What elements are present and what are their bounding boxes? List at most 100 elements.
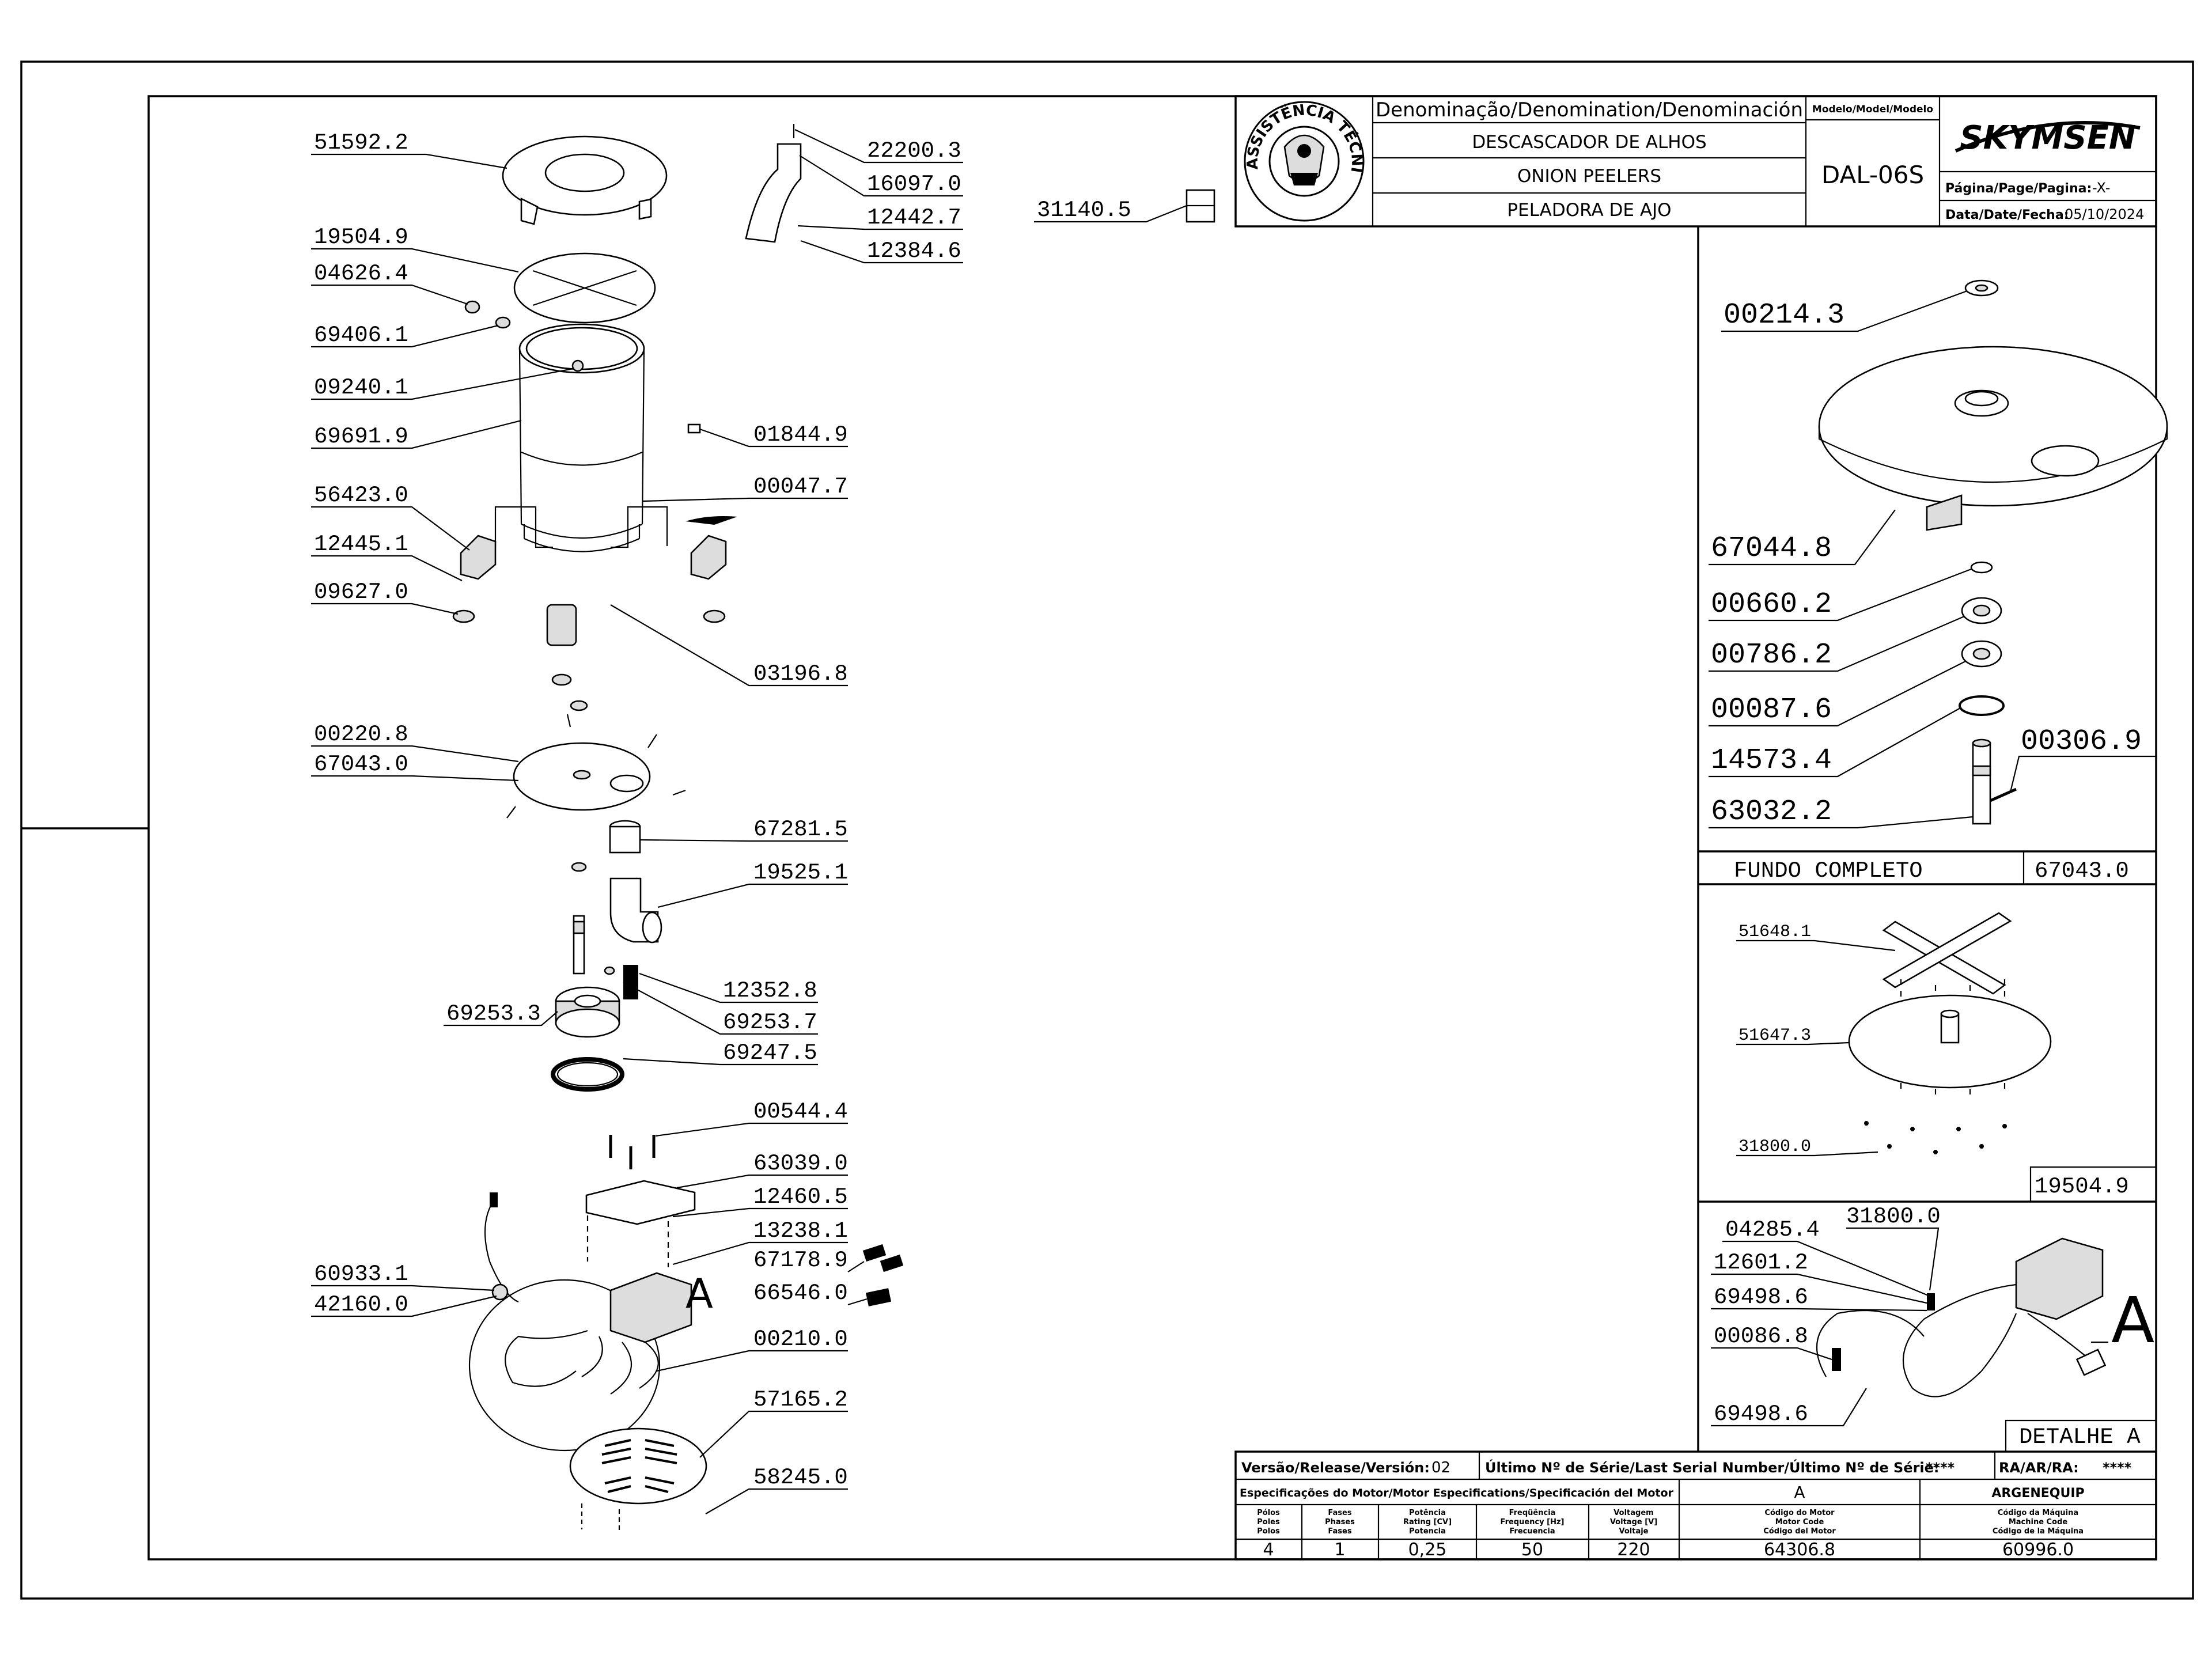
svg-text:00306.9: 00306.9 xyxy=(2021,725,2142,758)
part-label: 00214.3 xyxy=(1721,290,1968,332)
col-frequency-h3: Frecuencia xyxy=(1509,1527,1555,1536)
svg-text:00786.2: 00786.2 xyxy=(1711,639,1832,672)
svg-text:60933.1: 60933.1 xyxy=(314,1262,408,1287)
page-label: Página/Page/Pagina: xyxy=(1945,181,2092,196)
svg-text:ASSISTÊNCIA TÉCNICA AUTORIZADA: ASSISTÊNCIA TÉCNICA AUTORIZADA xyxy=(0,0,1365,174)
col-rating-h2: Rating [CV] xyxy=(1403,1518,1452,1527)
part-label: 00660.2 xyxy=(1709,568,1972,622)
svg-text:00220.8: 00220.8 xyxy=(314,722,408,747)
svg-text:13238.1: 13238.1 xyxy=(753,1218,848,1244)
svg-text:00087.6: 00087.6 xyxy=(1711,694,1832,726)
serial-label: Último Nº de Série/Last Serial Number/Úl… xyxy=(1485,1459,1940,1476)
part-label: 03196.8 xyxy=(610,604,848,687)
svg-text:63032.2: 63032.2 xyxy=(1711,796,1832,828)
part-label: 00086.8 xyxy=(1711,1324,1832,1361)
part-label: 31800.0 xyxy=(1846,1204,1941,1291)
col-voltage-h3: Voltaje xyxy=(1619,1527,1649,1536)
svg-text:31800.0: 31800.0 xyxy=(1846,1204,1941,1229)
col-motor-code-h2: Motor Code xyxy=(1775,1518,1824,1527)
seal-text: ASSISTÊNCIA TÉCNICA AUTORIZADA xyxy=(0,0,1365,174)
part-label: 69498.6 xyxy=(1711,1285,1927,1312)
svg-text:57165.2: 57165.2 xyxy=(753,1387,848,1412)
section-code-fundo-completo: 67043.0 xyxy=(2035,858,2129,884)
section-title-detalhe-a: DETALHE A xyxy=(2019,1425,2141,1450)
part-label: 31800.0 xyxy=(1736,1137,1878,1157)
section-code-blade-disc: 19504.9 xyxy=(2035,1174,2129,1199)
svg-text:51592.2: 51592.2 xyxy=(314,130,408,156)
part-label: 14573.4 xyxy=(1709,707,1962,778)
brand-logo: SKYMSEN xyxy=(1955,119,2141,157)
part-label: 69253.7 xyxy=(623,982,818,1035)
part-label: 16097.0 xyxy=(799,155,963,197)
col-phases-h3: Fases xyxy=(1328,1527,1351,1536)
part-label: 58245.0 xyxy=(705,1465,848,1514)
part-label: 63039.0 xyxy=(676,1151,848,1189)
svg-text:04285.4: 04285.4 xyxy=(1725,1217,1820,1243)
svg-text:00214.3: 00214.3 xyxy=(1724,299,1844,332)
part-label: 42160.0 xyxy=(311,1292,497,1317)
bottom-assembly-section: 00214.3 67044.8 00660.2 00786.2 00087.6 … xyxy=(1709,279,2168,884)
col-poles-h1: Pólos xyxy=(1257,1509,1280,1517)
col-machine-code-h3: Código de la Máquina xyxy=(1993,1527,2084,1536)
part-label: 00786.2 xyxy=(1709,615,1965,672)
part-label: 12460.5 xyxy=(672,1184,848,1218)
part-label: 69253.3 xyxy=(444,1001,558,1027)
part-label: 67043.0 xyxy=(311,752,519,782)
part-label: 09627.0 xyxy=(311,579,459,615)
outer-frame xyxy=(20,60,2194,1600)
detail-a-section: A 31800.0 04285.4 12601.2 69498.6 00086.… xyxy=(1711,1204,2154,1450)
col-rating-h1: Potência xyxy=(1409,1509,1446,1517)
part-label: 69247.5 xyxy=(623,1040,818,1066)
part-label: 51648.1 xyxy=(1736,922,1896,952)
model-header: Modelo/Model/Modelo xyxy=(1812,104,1933,115)
col-poles-h3: Polos xyxy=(1257,1527,1280,1536)
part-label: 12384.6 xyxy=(800,238,963,264)
detail-a-marker: A xyxy=(685,1270,713,1317)
svg-text:31140.5: 31140.5 xyxy=(1037,198,1131,223)
part-label: 69691.9 xyxy=(311,419,522,449)
part-label: 69498.6 xyxy=(1711,1388,1867,1427)
part-label: 00544.4 xyxy=(655,1099,848,1137)
svg-text:09627.0: 09627.0 xyxy=(314,579,408,605)
svg-text:42160.0: 42160.0 xyxy=(314,1292,408,1317)
brand-name: SKYMSEN xyxy=(1960,119,2135,157)
part-label: 12445.1 xyxy=(311,532,463,581)
part-label: 19504.9 xyxy=(311,225,519,273)
part-label: 12601.2 xyxy=(1711,1250,1927,1304)
svg-text:12601.2: 12601.2 xyxy=(1714,1250,1808,1275)
svg-text:12460.5: 12460.5 xyxy=(753,1184,848,1210)
machine-name-es: PELADORA DE AJO xyxy=(1507,200,1671,221)
svg-text:12384.6: 12384.6 xyxy=(867,238,961,264)
part-label: 69406.1 xyxy=(311,323,499,348)
col-frequency-h2: Frequency [Hz] xyxy=(1501,1518,1565,1527)
blade-disc-section: 51648.1 51647.3 31800.0 19504.9 xyxy=(1736,912,2129,1199)
part-label: 60933.1 xyxy=(311,1262,495,1291)
ra-value: **** xyxy=(2103,1460,2132,1476)
col-rating-h3: Potencia xyxy=(1409,1527,1446,1536)
motor-variant: A xyxy=(1794,1483,1805,1502)
part-label: 57165.2 xyxy=(699,1387,848,1458)
part-label: 22200.3 xyxy=(794,129,963,164)
col-voltage-h1: Voltagem xyxy=(1613,1509,1653,1517)
svg-text:00210.0: 00210.0 xyxy=(753,1327,848,1352)
svg-text:00660.2: 00660.2 xyxy=(1711,588,1832,621)
denomination-header: Denominação/Denomination/Denominación xyxy=(1376,99,1803,122)
col-motor-code-h1: Código do Motor xyxy=(1764,1509,1835,1517)
part-label: 67281.5 xyxy=(640,817,848,842)
part-label: 51592.2 xyxy=(311,130,507,169)
part-label: 09240.1 xyxy=(311,368,574,400)
authorized-service-seal: ASSISTÊNCIA TÉCNICA AUTORIZADA xyxy=(0,0,1365,222)
manufacturer: ARGENEQUIP xyxy=(1991,1486,2084,1501)
rating-value: 0,25 xyxy=(1408,1540,1447,1560)
part-label: 00087.6 xyxy=(1709,661,1966,727)
detail-a-callout: A xyxy=(2111,1283,2154,1357)
title-block: ASSISTÊNCIA TÉCNICA AUTORIZADA Denominaç… xyxy=(0,0,2157,228)
svg-text:67178.9: 67178.9 xyxy=(753,1248,848,1273)
date-label: Data/Date/Fecha: xyxy=(1945,208,2069,222)
motor-code-value: 64306.8 xyxy=(1764,1540,1835,1560)
section-title-fundo-completo: FUNDO COMPLETO xyxy=(1734,858,1923,884)
col-voltage-h2: Voltage [V] xyxy=(1610,1518,1657,1527)
svg-text:12352.8: 12352.8 xyxy=(723,978,817,1003)
svg-text:69253.7: 69253.7 xyxy=(723,1010,817,1035)
